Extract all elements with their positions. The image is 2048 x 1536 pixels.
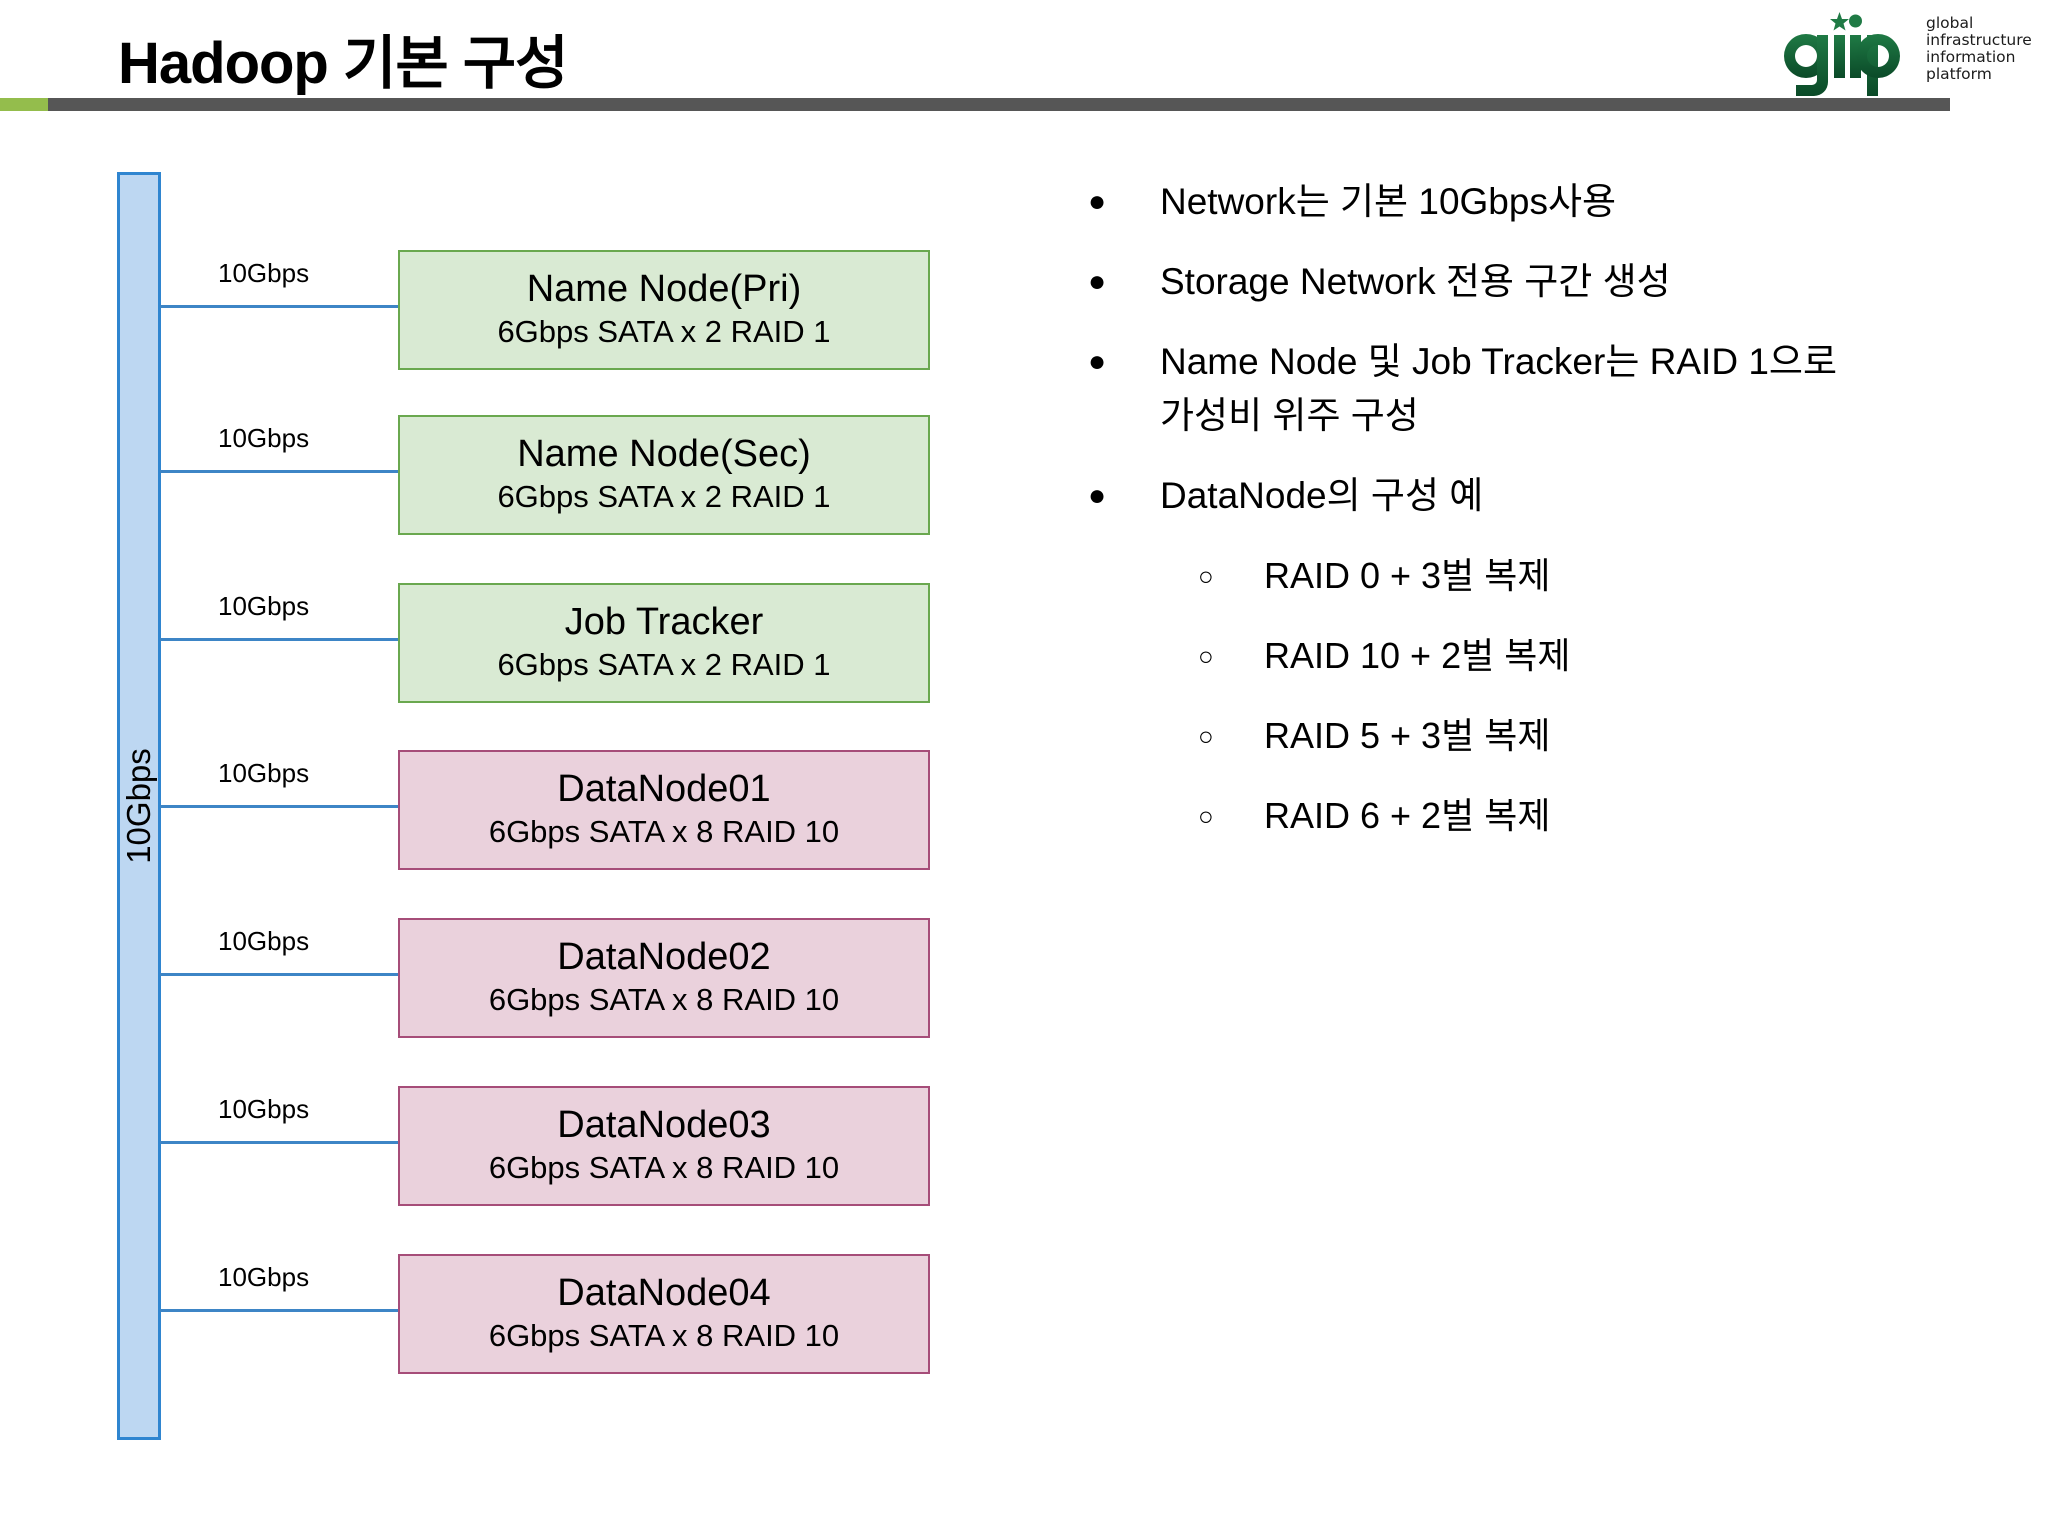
node-link-line [160, 638, 400, 641]
node-box-subtitle: 6Gbps SATA x 8 RAID 10 [488, 814, 840, 849]
sub-bullet-marker-icon: ○ [1198, 561, 1214, 591]
bullet-marker-icon: ● [1088, 479, 1107, 512]
sub-bullet-marker-icon: ○ [1198, 721, 1214, 751]
giip-logo: global infrastructure information platfo… [1768, 4, 2040, 96]
node-link-label: 10Gbps [218, 423, 310, 453]
node-box[interactable]: Name Node(Pri) 6Gbps SATA x 2 RAID 1 [398, 250, 930, 370]
node-box-subtitle: 6Gbps SATA x 2 RAID 1 [497, 647, 831, 682]
node-link-line [160, 1141, 400, 1144]
node-box-title: DataNode02 [557, 936, 771, 978]
node-box-title: Name Node(Pri) [526, 268, 802, 310]
logo-tagline-line-4: platform [1926, 65, 1992, 83]
bullet-text: RAID 10 + 2벌 복제 [1264, 635, 1571, 676]
network-diagram: 10Gbps 10Gbps Name Node(Pri) 6Gbps SATA x … [0, 0, 1000, 1536]
node-link-label: 10Gbps [218, 1262, 310, 1292]
network-backbone-bar: 10Gbps [117, 172, 161, 1440]
node-box-title: DataNode01 [557, 768, 771, 810]
node-box[interactable]: Name Node(Sec) 6Gbps SATA x 2 RAID 1 [398, 415, 930, 535]
bullet-text: RAID 0 + 3벌 복제 [1264, 555, 1551, 596]
bullet-text: DataNode의 구성 예 [1160, 475, 1484, 516]
node-link-label: 10Gbps [218, 758, 310, 788]
notes-panel: ● Network는 기본 10Gbps사용 ● Storage Network 전용… [1088, 175, 2018, 869]
node-link-line [160, 305, 400, 308]
node-box-subtitle: 6Gbps SATA x 8 RAID 10 [488, 1318, 840, 1353]
node-link-line [160, 470, 400, 473]
bullet-text: Storage Network 전용 구간 생성 [1160, 261, 1671, 302]
bullet-item: ● DataNode의 구성 예 [1088, 469, 2018, 523]
node-link-line [160, 805, 400, 808]
giip-logo-mark-icon [1768, 4, 1920, 96]
bullet-item: ● Network는 기본 10Gbps사용 [1088, 175, 2018, 229]
giip-logo-tagline: global infrastructure information platfo… [1926, 15, 2042, 83]
node-box[interactable]: DataNode03 6Gbps SATA x 8 RAID 10 [398, 1086, 930, 1206]
node-box[interactable]: DataNode02 6Gbps SATA x 8 RAID 10 [398, 918, 930, 1038]
bullet-item: ● Storage Network 전용 구간 생성 [1088, 255, 2018, 309]
node-box-title: DataNode03 [557, 1104, 771, 1146]
logo-tagline-line-2: infrastructure [1926, 31, 2032, 49]
node-link-label: 10Gbps [218, 926, 310, 956]
node-link-line [160, 1309, 400, 1312]
logo-tagline-line-3: information [1926, 48, 2016, 66]
bullet-text: RAID 5 + 3벌 복제 [1264, 715, 1551, 756]
bullet-text: Network는 기본 10Gbps사용 [1160, 181, 1617, 222]
node-box-subtitle: 6Gbps SATA x 8 RAID 10 [488, 982, 840, 1017]
bullet-marker-icon: ● [1088, 345, 1107, 378]
sub-bullet-item: ○ RAID 5 + 3벌 복제 [1088, 709, 2018, 763]
bullet-marker-icon: ● [1088, 265, 1107, 298]
sub-bullet-item: ○ RAID 0 + 3벌 복제 [1088, 549, 2018, 603]
sub-bullet-item: ○ RAID 6 + 2벌 복제 [1088, 789, 2018, 843]
node-box-subtitle: 6Gbps SATA x 8 RAID 10 [488, 1150, 840, 1185]
node-box-title: Job Tracker [564, 601, 764, 643]
bullet-text-continuation: 가성비 위주 구성 [1160, 395, 1419, 436]
node-link-line [160, 973, 400, 976]
header-divider-rule [0, 98, 1950, 111]
sub-bullet-marker-icon: ○ [1198, 641, 1214, 671]
sub-bullet-marker-icon: ○ [1198, 801, 1214, 831]
node-box-subtitle: 6Gbps SATA x 2 RAID 1 [497, 479, 831, 514]
page-title: Hadoop 기본 구성 [118, 31, 569, 96]
bullet-marker-icon: ● [1088, 185, 1107, 218]
header-divider-accent [0, 98, 48, 111]
node-box[interactable]: DataNode01 6Gbps SATA x 8 RAID 10 [398, 750, 930, 870]
sub-bullet-item: ○ RAID 10 + 2벌 복제 [1088, 629, 2018, 683]
node-link-label: 10Gbps [218, 258, 310, 288]
bullet-text: RAID 6 + 2벌 복제 [1264, 795, 1551, 836]
node-box[interactable]: Job Tracker 6Gbps SATA x 2 RAID 1 [398, 583, 930, 703]
node-box[interactable]: DataNode04 6Gbps SATA x 8 RAID 10 [398, 1254, 930, 1374]
node-link-label: 10Gbps [218, 591, 310, 621]
node-link-label: 10Gbps [218, 1094, 310, 1124]
network-backbone-label: 10Gbps [120, 748, 157, 864]
node-box-title: Name Node(Sec) [517, 433, 811, 475]
node-box-title: DataNode04 [557, 1272, 771, 1314]
node-box-subtitle: 6Gbps SATA x 2 RAID 1 [497, 314, 831, 349]
logo-tagline-line-1: global [1926, 14, 1974, 32]
slide-header: Hadoop 기본 구성 [0, 0, 2048, 130]
